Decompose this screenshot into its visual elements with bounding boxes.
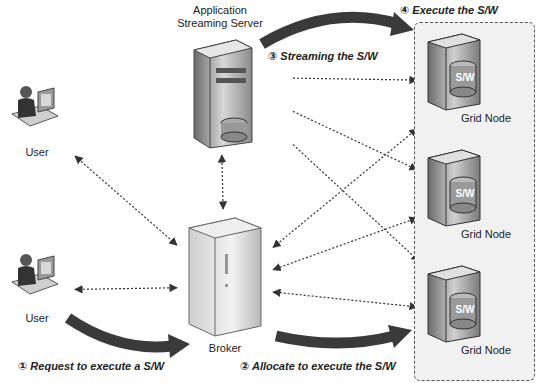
grid-node: S/W Grid Node [420, 32, 530, 130]
disk-label: S/W [452, 304, 478, 316]
broker-server-icon [185, 214, 265, 342]
dotted-connector [293, 111, 417, 169]
dotted-connector [293, 145, 419, 261]
broker-server: Broker [180, 212, 270, 362]
grid-node: S/W Grid Node [420, 264, 530, 362]
step-heading: ④ Execute the S/W [400, 4, 534, 17]
dotted-connector [75, 288, 177, 290]
step-label: ② Allocate to execute the S/W [238, 360, 398, 373]
dotted-connector [273, 292, 417, 307]
node-label: User [2, 312, 72, 325]
streaming-server-icon [192, 38, 254, 154]
dotted-connector [273, 218, 417, 270]
dotted-connector [222, 155, 223, 209]
disk-label: S/W [452, 72, 478, 84]
node-label: User [2, 146, 72, 159]
node-label: Application Streaming Server [170, 4, 270, 30]
node-label: Grid Node [446, 344, 526, 357]
dotted-connector [273, 129, 417, 248]
arrow-head [168, 334, 190, 358]
dotted-connector [293, 78, 417, 80]
node-label: Broker [180, 342, 270, 355]
node-label: Grid Node [446, 112, 526, 125]
step-label: ③ Streaming the S/W [266, 50, 380, 63]
user-terminal-icon [10, 84, 60, 134]
streaming-server: Application Streaming Server [150, 2, 290, 152]
curved-arrow [276, 336, 394, 343]
grid-region: ④ Execute the S/WS/WGrid NodeS/WGrid Nod… [398, 2, 536, 381]
disk-label: S/W [452, 188, 478, 200]
user-terminal: User [2, 80, 72, 166]
user-terminal-icon [10, 252, 60, 302]
step-label: ① Request to execute a S/W [16, 360, 166, 373]
node-label: Grid Node [446, 228, 526, 241]
dotted-connector [75, 156, 177, 245]
arrow-head [388, 325, 412, 348]
grid-node: S/W Grid Node [420, 148, 530, 246]
user-terminal: User [2, 248, 72, 332]
curved-arrow [262, 17, 398, 44]
curved-arrow [68, 318, 172, 347]
